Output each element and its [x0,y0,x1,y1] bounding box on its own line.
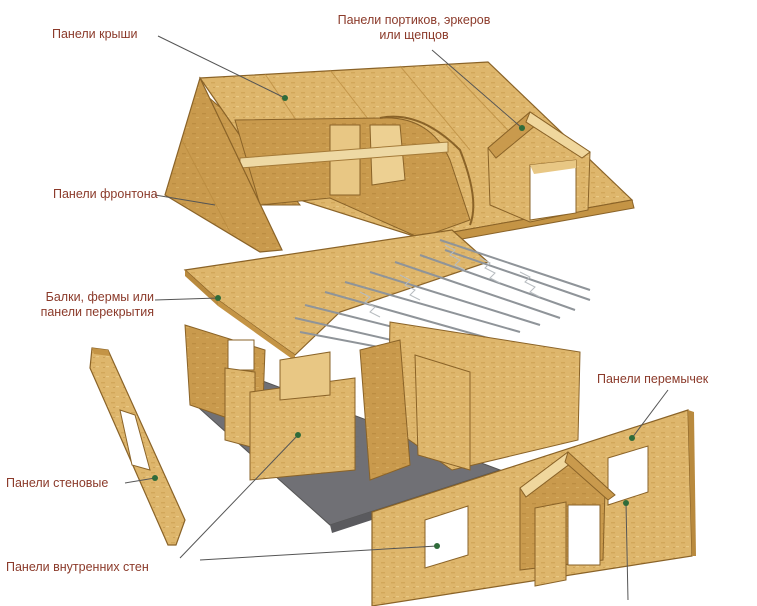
leader-roof [157,35,286,99]
label-inner-wall-panels: Панели внутренних стен [6,560,149,574]
leader-inner-wall [179,434,299,559]
label-roof-panels: Панели крыши [52,27,138,41]
leader-wall [124,477,156,484]
marker-dot [629,435,635,441]
leader-lintel [631,389,669,439]
front-gable-panel [164,76,283,253]
label-beams: Балки, фермы или панели перекрытия [36,290,154,320]
leader-front-wall [625,502,629,601]
label-portico-line-2: или щепцов [379,28,449,42]
marker-dot [295,432,301,438]
label-beams-line-1: Балки, фермы или [45,290,154,304]
marker-dot [282,95,288,101]
leader-lines [124,35,669,601]
label-portico-panels: Панели портиков, эркеров или щепцов [316,13,512,43]
label-wall-panels: Панели стеновые [6,476,109,490]
interior-partition-4 [414,354,471,471]
label-gable-panels: Панели фронтона [53,187,158,201]
interior-partition-3 [359,339,411,481]
leader-portico [431,49,523,129]
marker-dot [152,475,158,481]
leader-gable [154,194,216,206]
entrance-porch [519,451,616,587]
roof-ceiling-curve [379,115,475,226]
walls-assembly [89,321,696,606]
marker-dot [519,125,525,131]
leader-beams [154,297,219,301]
callout-markers [152,95,635,549]
label-lintel-panels: Панели перемычек [597,372,709,386]
marker-dot [215,295,221,301]
roof-assembly [164,61,635,253]
marker-dot [623,500,629,506]
front-wall-window-left [424,505,469,569]
label-portico-line-1: Панели портиков, эркеров [337,13,491,27]
label-beams-line-2: панели перекрытия [40,305,154,319]
truss-webbing [359,244,541,318]
marker-dot [434,543,440,549]
dormer [487,111,591,223]
leader-inner-wall-2 [199,545,438,561]
